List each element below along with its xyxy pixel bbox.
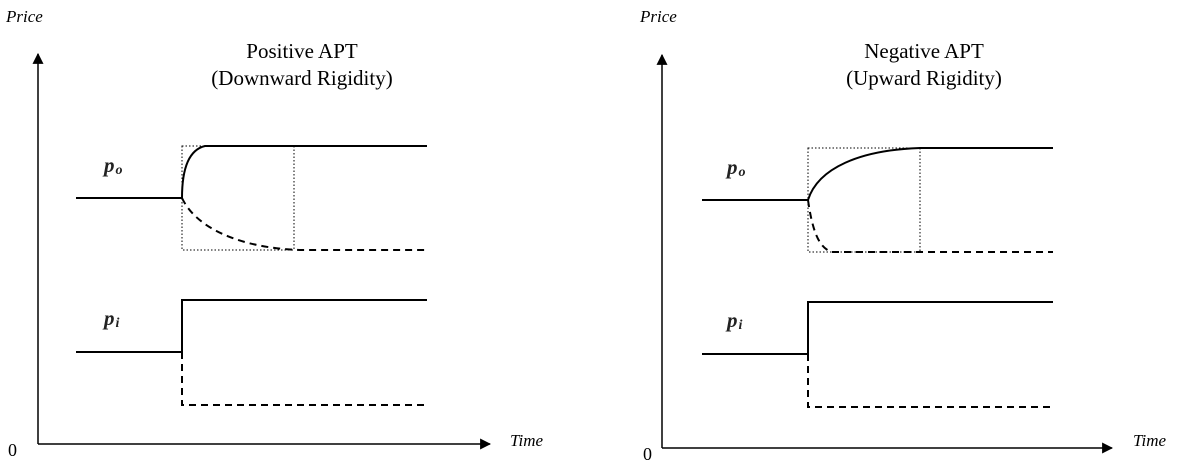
origin-label: 0 [643,444,652,463]
reference-box [181,145,295,251]
output-price-label: po [725,155,746,180]
input-price-label: pi [102,306,120,331]
reference-box [807,147,921,253]
output-price-rise-curve [76,145,427,199]
panel-title-line2: (Downward Rigidity) [211,66,392,90]
output-price-fall-curve [181,197,427,251]
output-price-rise-curve [702,147,1053,201]
panel-title-line1: Negative APT [864,39,984,63]
panel-negative-apt: Price 0 Time Negative APT (Upward Rigidi… [639,7,1167,463]
panel-title-line2: (Upward Rigidity) [846,66,1002,90]
input-price-fall-step [181,352,427,406]
panel-positive-apt: Price 0 Time Positive APT (Downward Rigi… [5,7,544,460]
input-price-label: pi [725,308,743,333]
input-price-fall-step [807,354,1053,408]
x-axis-label: Time [1133,431,1167,450]
input-price-rise-step [702,301,1053,355]
y-axis-label: Price [639,7,677,26]
output-price-label: po [102,153,123,178]
output-price-fall-curve [807,199,1053,253]
panel-title-line1: Positive APT [246,39,358,63]
x-axis-label: Time [510,431,544,450]
origin-label: 0 [8,440,17,460]
y-axis-label: Price [5,7,43,26]
input-price-rise-step [76,299,427,353]
